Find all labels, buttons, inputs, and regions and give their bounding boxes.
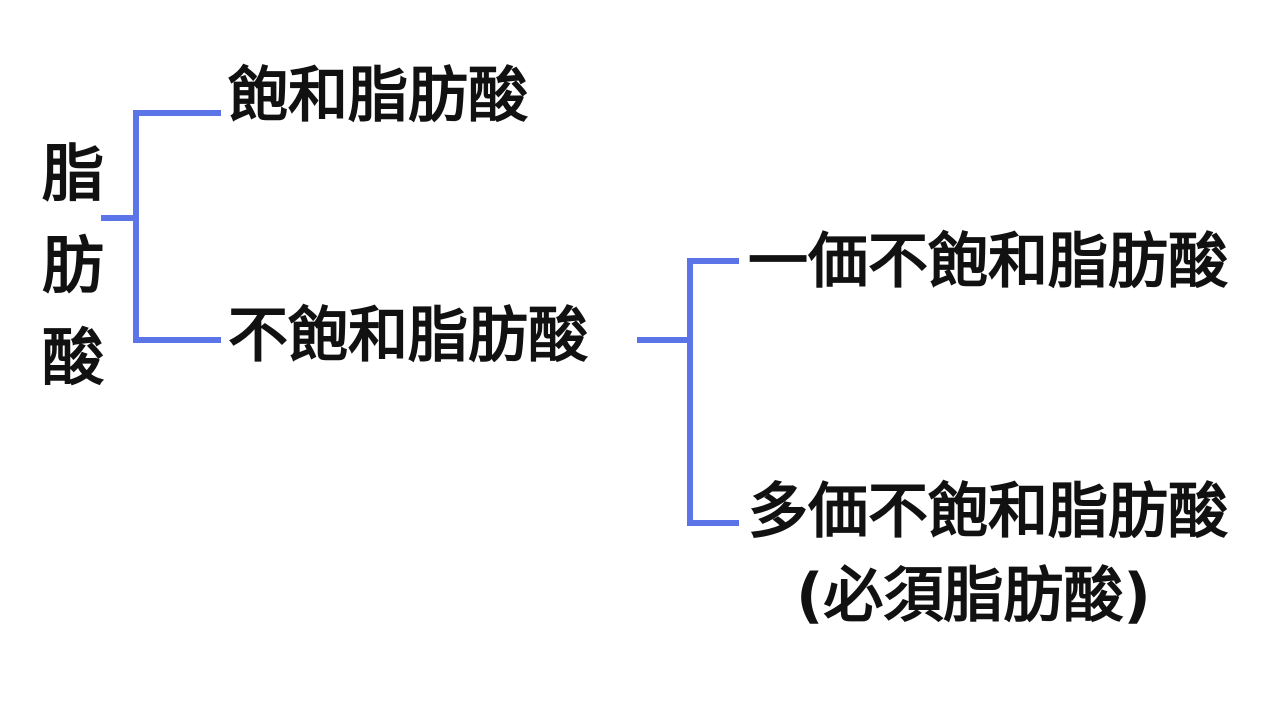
root-label-char: 酸 — [41, 321, 104, 394]
node-saturated-fatty-acid: 飽和脂肪酸 — [228, 61, 528, 131]
root-node-fatty-acid: 脂肪酸 — [38, 128, 108, 404]
node-unsaturated-fatty-acid: 不飽和脂肪酸 — [228, 301, 588, 371]
node-monounsaturated-fatty-acid: 一価不飽和脂肪酸 — [748, 227, 1228, 297]
node-polyunsaturated-fatty-acid: 多価不飽和脂肪酸 — [748, 477, 1228, 547]
root-label-char: 肪 — [41, 229, 104, 302]
node-essential-fatty-acid-note: (必須脂肪酸) — [796, 561, 1151, 631]
root-label-char: 脂 — [41, 137, 104, 210]
